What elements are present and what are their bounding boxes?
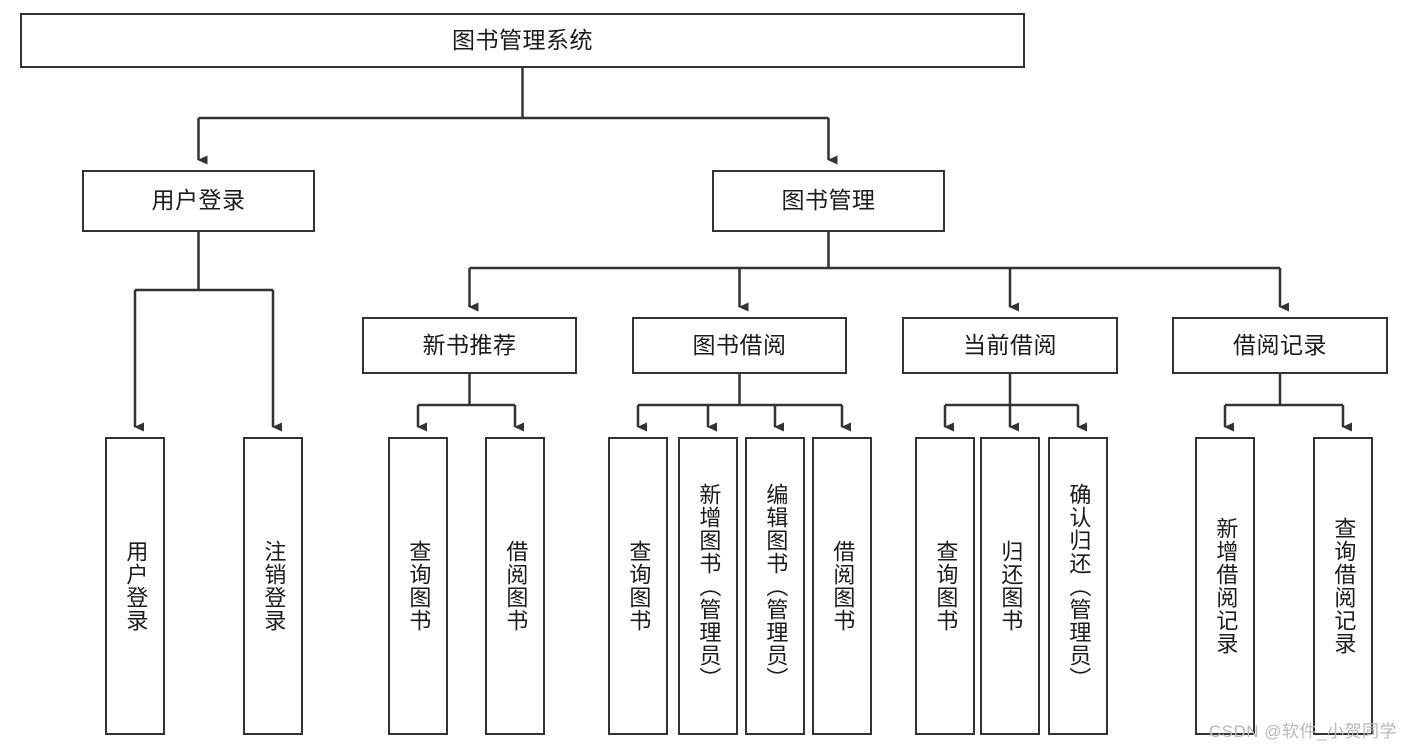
leaf-confirm-return-admin-label: 确认归还（管理员） — [1066, 482, 1092, 690]
leaf-user-login[interactable]: 用户登录 — [105, 437, 165, 735]
leaf-borrow-book-recommend[interactable]: 借阅图书 — [485, 437, 545, 735]
node-current-borrow-label: 当前借阅 — [963, 331, 1057, 358]
leaf-query-borrow-record-label: 查询借阅记录 — [1331, 517, 1357, 655]
leaf-user-login-label: 用户登录 — [123, 540, 149, 632]
node-borrow-record-label: 借阅记录 — [1233, 331, 1327, 358]
node-user-login-label: 用户登录 — [151, 187, 246, 214]
leaf-return-book-label: 归还图书 — [998, 540, 1024, 632]
leaf-borrow-book-recommend-label: 借阅图书 — [503, 540, 529, 632]
leaf-query-book-recommend[interactable]: 查询图书 — [388, 437, 448, 735]
leaf-query-book-recommend-label: 查询图书 — [406, 540, 432, 632]
leaf-edit-book-admin-label: 编辑图书（管理员） — [763, 482, 789, 690]
node-user-login[interactable]: 用户登录 — [82, 170, 315, 232]
node-book-management[interactable]: 图书管理 — [712, 170, 945, 232]
leaf-borrow-book-label: 借阅图书 — [830, 540, 856, 632]
leaf-query-book-borrow-label: 查询图书 — [626, 540, 652, 632]
leaf-user-logout-label: 注销登录 — [261, 540, 287, 632]
node-book-borrow[interactable]: 图书借阅 — [632, 317, 847, 374]
leaf-add-book-admin[interactable]: 新增图书（管理员） — [678, 437, 738, 735]
node-root-label: 图书管理系统 — [452, 26, 593, 53]
node-book-management-label: 图书管理 — [781, 187, 876, 214]
leaf-user-logout[interactable]: 注销登录 — [243, 437, 303, 735]
leaf-query-book-current-label: 查询图书 — [933, 540, 959, 632]
node-current-borrow[interactable]: 当前借阅 — [902, 317, 1118, 374]
leaf-borrow-book[interactable]: 借阅图书 — [812, 437, 872, 735]
node-book-borrow-label: 图书借阅 — [692, 331, 787, 358]
leaf-query-book-borrow[interactable]: 查询图书 — [608, 437, 668, 735]
leaf-query-book-current[interactable]: 查询图书 — [915, 437, 975, 735]
leaf-return-book[interactable]: 归还图书 — [980, 437, 1040, 735]
node-borrow-record[interactable]: 借阅记录 — [1172, 317, 1388, 374]
leaf-add-borrow-record[interactable]: 新增借阅记录 — [1195, 437, 1255, 735]
leaf-query-borrow-record[interactable]: 查询借阅记录 — [1313, 437, 1373, 735]
leaf-confirm-return-admin[interactable]: 确认归还（管理员） — [1048, 437, 1108, 735]
node-new-book-recommend[interactable]: 新书推荐 — [362, 317, 577, 374]
leaf-add-borrow-record-label: 新增借阅记录 — [1213, 517, 1239, 655]
leaf-edit-book-admin[interactable]: 编辑图书（管理员） — [745, 437, 805, 735]
node-root[interactable]: 图书管理系统 — [20, 13, 1025, 68]
leaf-add-book-admin-label: 新增图书（管理员） — [696, 482, 722, 690]
node-new-book-recommend-label: 新书推荐 — [422, 331, 517, 358]
